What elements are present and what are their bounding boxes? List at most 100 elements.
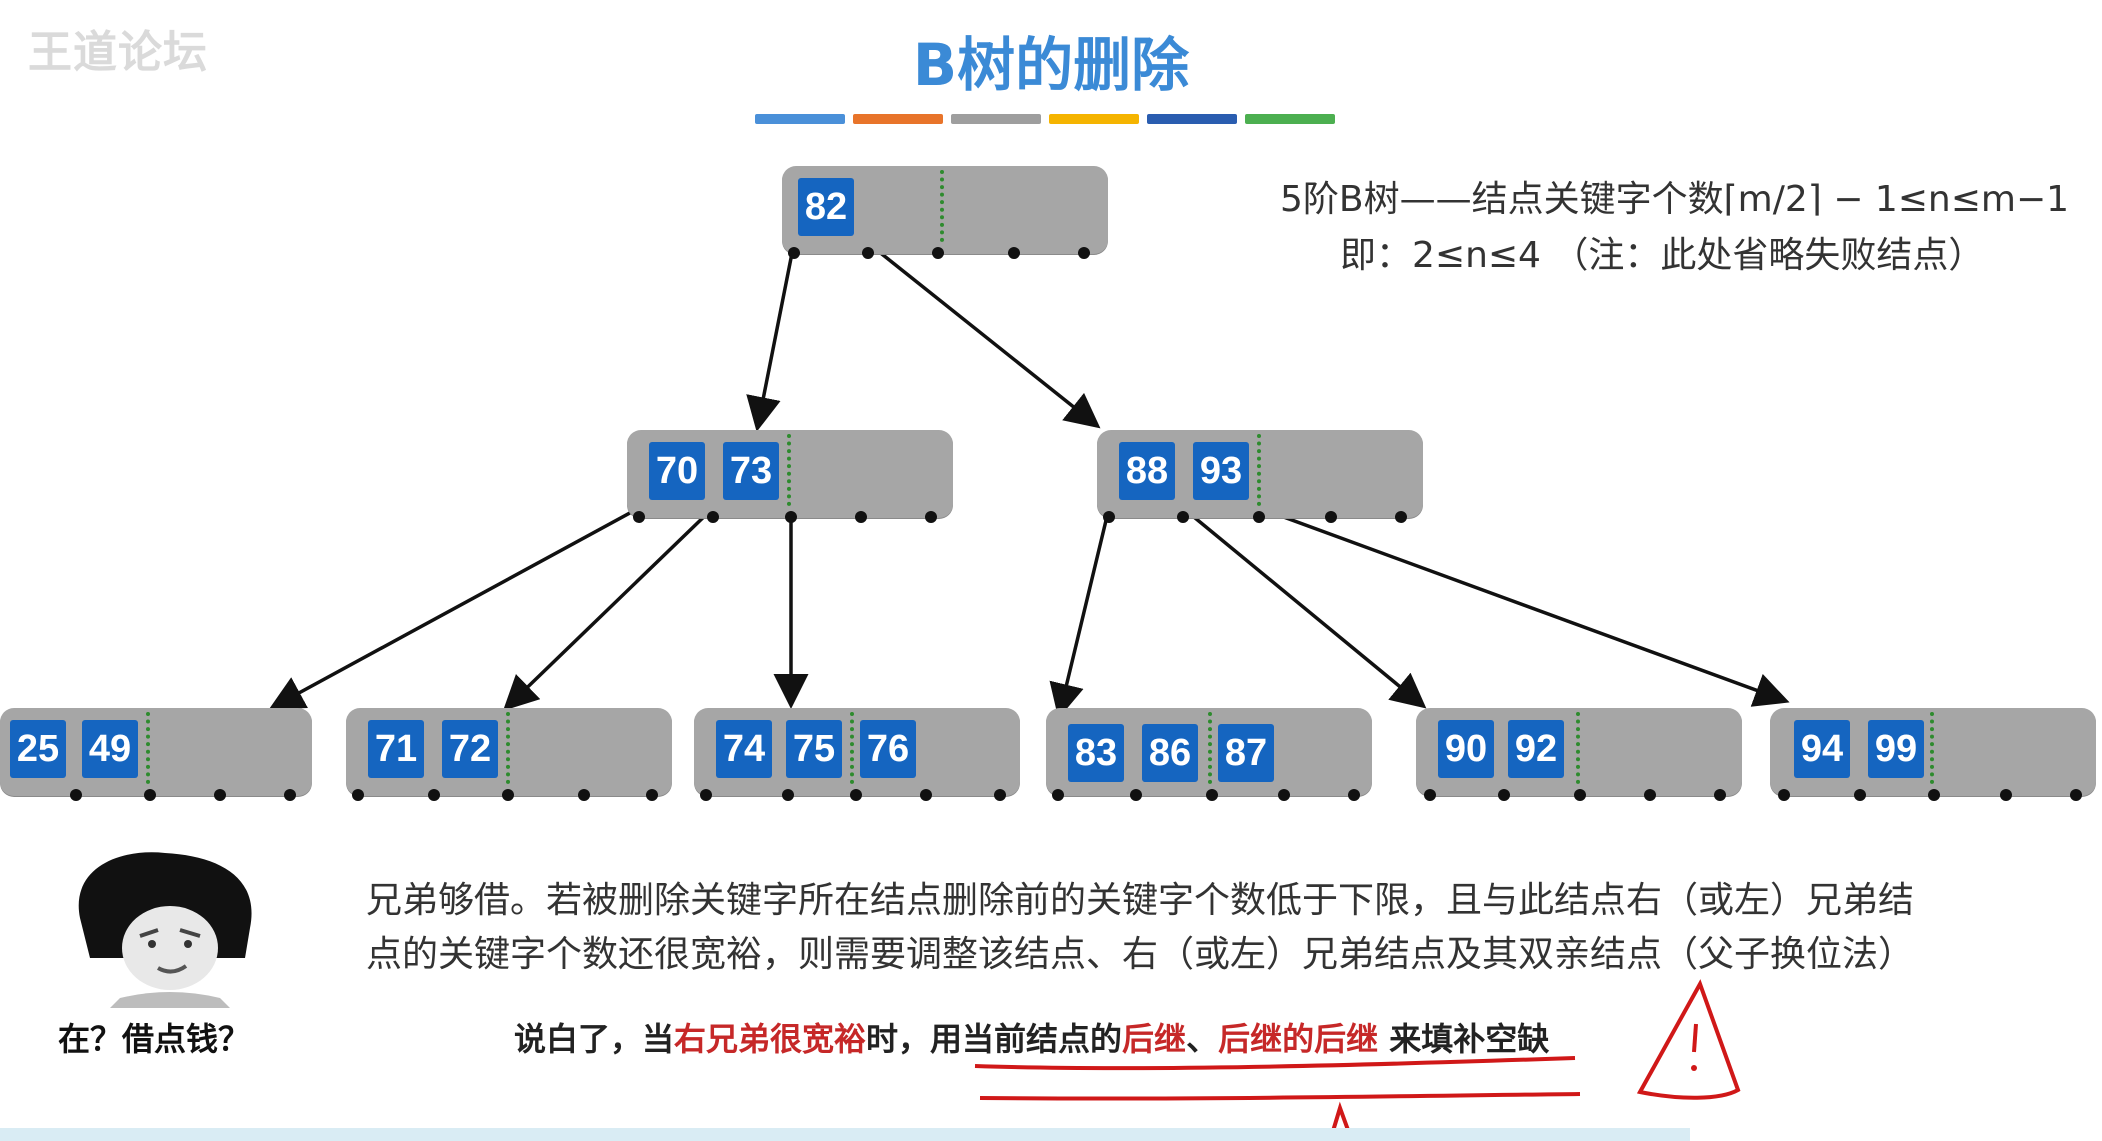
key-82: 82 bbox=[798, 178, 854, 236]
pointer-dot bbox=[646, 789, 658, 801]
pointer-dot bbox=[1498, 789, 1510, 801]
color-bar-navy bbox=[1147, 114, 1237, 124]
pointer-dot bbox=[1928, 789, 1940, 801]
pointer-dot bbox=[1253, 511, 1265, 523]
pointer-dot bbox=[1644, 789, 1656, 801]
pointer-dot bbox=[1008, 247, 1020, 259]
summary-part: 、 bbox=[1186, 1020, 1219, 1058]
edge-70-71 bbox=[502, 506, 715, 711]
pointer-dot bbox=[994, 789, 1006, 801]
key-73: 73 bbox=[723, 442, 779, 500]
pointer-dot bbox=[352, 789, 364, 801]
pointer-dot bbox=[1278, 789, 1290, 801]
tree-node-88-93: 88 93 bbox=[1097, 430, 1423, 523]
description-line: 兄弟够借。若被删除关键字所在结点删除前的关键字个数低于下限，且与此结点右（或左）… bbox=[366, 880, 1915, 921]
bottom-wave-decoration bbox=[0, 1128, 1690, 1141]
pointer-dot bbox=[2000, 789, 2012, 801]
tree-leaf-94-99: 94 99 bbox=[1770, 708, 2096, 801]
watermark: 王道论坛 bbox=[28, 27, 208, 78]
edge-88-90 bbox=[1181, 506, 1427, 709]
summary-part: 来填补空缺 bbox=[1378, 1020, 1550, 1058]
pointer-dot bbox=[1103, 511, 1115, 523]
warning-mark bbox=[1692, 1023, 1698, 1053]
warning-triangle-icon bbox=[1636, 979, 1741, 1100]
pointer-dot bbox=[925, 511, 937, 523]
summary-text: 说白了，当右兄弟很宽裕时，用当前结点的后继、后继的后继 来填补空缺 bbox=[514, 1014, 1549, 1060]
pointer-dot bbox=[920, 789, 932, 801]
edge-88-94 bbox=[1258, 506, 1790, 707]
key-87: 87 bbox=[1218, 724, 1274, 782]
pointer-dot bbox=[502, 789, 514, 801]
pointer-dot bbox=[862, 247, 874, 259]
pointer-dot bbox=[785, 511, 797, 523]
key-93: 93 bbox=[1193, 442, 1249, 500]
pointer-dot bbox=[1424, 789, 1436, 801]
pointer-dot bbox=[1052, 789, 1064, 801]
deletion-description: 兄弟够借。若被删除关键字所在结点删除前的关键字个数低于下限，且与此结点右（或左）… bbox=[366, 874, 2026, 982]
pointer-dot bbox=[1177, 511, 1189, 523]
tree-leaf-71-72: 71 72 bbox=[346, 708, 672, 801]
pointer-dot bbox=[932, 247, 944, 259]
pointer-dot bbox=[1130, 789, 1142, 801]
pointer-dot bbox=[2070, 789, 2082, 801]
tree-leaf-90-92: 90 92 bbox=[1416, 708, 1742, 801]
color-bar-yellow bbox=[1049, 114, 1139, 124]
edge-88-83 bbox=[1049, 507, 1111, 719]
pointer-dot bbox=[1854, 789, 1866, 801]
summary-highlight: 右兄弟很宽裕 bbox=[674, 1020, 867, 1058]
key-99: 99 bbox=[1868, 720, 1924, 778]
key-49: 49 bbox=[82, 720, 138, 778]
key-25: 25 bbox=[10, 720, 66, 778]
node-divider bbox=[850, 712, 854, 784]
edge-70-25 bbox=[268, 506, 640, 710]
pointer-dot bbox=[633, 511, 645, 523]
pointer-dot bbox=[1206, 789, 1218, 801]
node-divider bbox=[1576, 712, 1580, 784]
tree-leaf-25-49: 25 49 bbox=[0, 708, 312, 801]
constraint-range-line: 即：2≤n≤4 （注：此处省略失败结点） bbox=[1340, 235, 1985, 276]
pointer-dot bbox=[428, 789, 440, 801]
key-75: 75 bbox=[786, 720, 842, 778]
meme-face-icon bbox=[78, 852, 252, 1008]
color-bar-blue bbox=[755, 114, 845, 124]
tree-leaf-74-75-76: 74 75 76 bbox=[694, 708, 1020, 801]
pointer-dot bbox=[1348, 789, 1360, 801]
key-70: 70 bbox=[649, 442, 705, 500]
color-bar-orange bbox=[853, 114, 943, 124]
btree-constraint-note: 5阶B树——结点关键字个数⌈m/2⌉ − 1≤n≤m−1 即：2≤n≤4 （注：… bbox=[1280, 172, 2069, 284]
warning-dot bbox=[1691, 1065, 1697, 1071]
key-71: 71 bbox=[368, 720, 424, 778]
pointer-dot bbox=[788, 247, 800, 259]
tree-node-70-73: 70 73 bbox=[627, 430, 953, 523]
pointer-dot bbox=[855, 511, 867, 523]
key-90: 90 bbox=[1438, 720, 1494, 778]
summary-part: 时，用当前结点的 bbox=[866, 1020, 1123, 1058]
pointer-dot bbox=[70, 789, 82, 801]
key-92: 92 bbox=[1508, 720, 1564, 778]
pointer-dot bbox=[700, 789, 712, 801]
pointer-dot bbox=[144, 789, 156, 801]
key-83: 83 bbox=[1068, 724, 1124, 782]
pointer-dot bbox=[1395, 511, 1407, 523]
node-divider bbox=[146, 712, 150, 784]
summary-highlight: 后继的后继 bbox=[1218, 1020, 1379, 1058]
tree-node-root: 82 bbox=[782, 166, 1108, 259]
edge-root-left bbox=[746, 242, 796, 432]
node-divider bbox=[506, 712, 510, 784]
pointer-dot bbox=[284, 789, 296, 801]
key-86: 86 bbox=[1142, 724, 1198, 782]
key-76: 76 bbox=[860, 720, 916, 778]
underline-stroke bbox=[974, 1056, 1576, 1071]
tree-leaf-83-86-87: 83 86 87 bbox=[1046, 708, 1372, 801]
node-divider bbox=[1208, 712, 1212, 784]
key-88: 88 bbox=[1119, 442, 1175, 500]
pointer-dot bbox=[1078, 247, 1090, 259]
pointer-dot bbox=[850, 789, 862, 801]
edge-root-right bbox=[866, 241, 1101, 429]
color-bar-gray bbox=[951, 114, 1041, 124]
underline-stroke bbox=[979, 1092, 1581, 1101]
pointer-dot bbox=[1714, 789, 1726, 801]
constraint-line: 5阶B树——结点关键字个数⌈m/2⌉ − 1≤n≤m−1 bbox=[1280, 179, 2070, 220]
